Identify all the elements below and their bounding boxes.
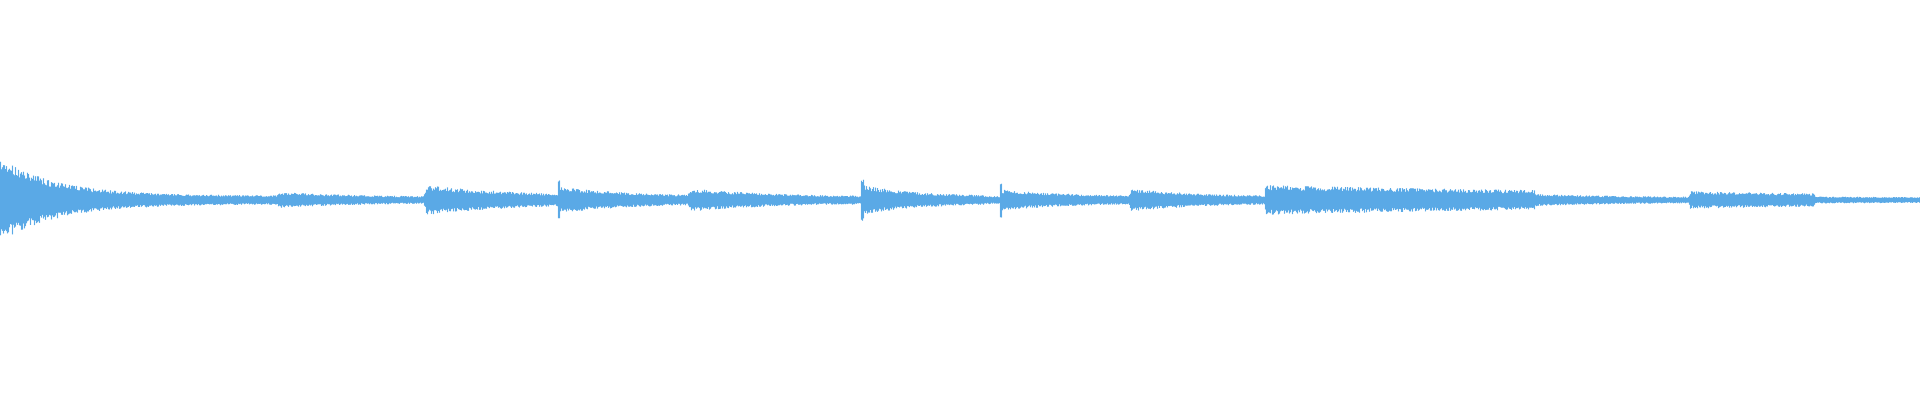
waveform-path [0,161,1920,236]
waveform-trace [0,161,1920,236]
